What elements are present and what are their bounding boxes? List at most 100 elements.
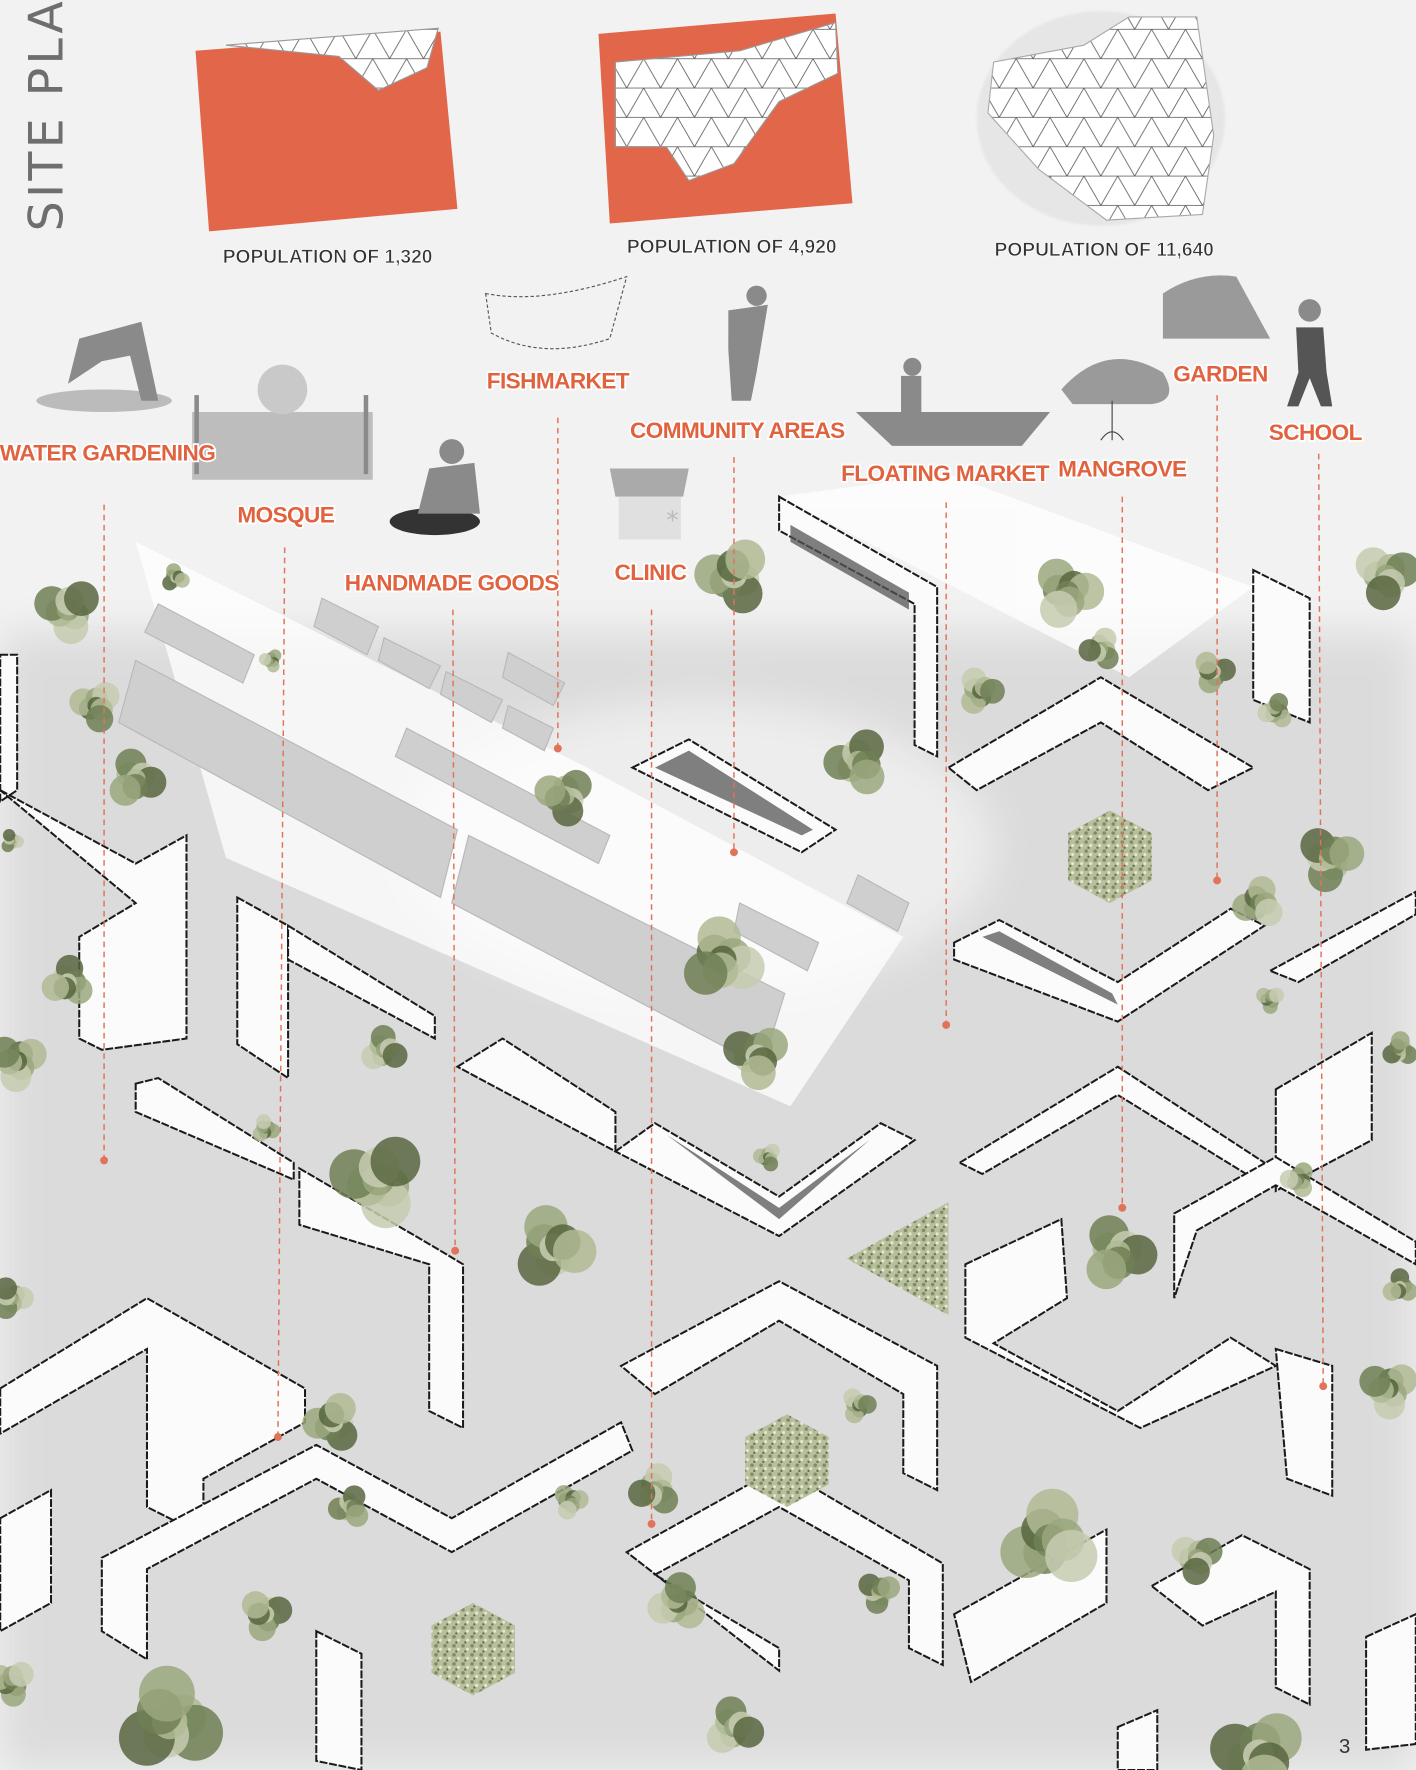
tree-foliage [858, 1395, 877, 1414]
tree [109, 748, 167, 806]
label-water-gardening: WATER GARDENING [0, 441, 215, 466]
tree-foliage [1391, 1031, 1410, 1050]
tree [683, 916, 765, 995]
fishing-net-icon [484, 275, 628, 350]
tree-foliage [382, 1042, 408, 1068]
tree [1382, 1031, 1416, 1064]
tree-foliage [85, 705, 114, 733]
tree-foliage [174, 572, 190, 588]
tree-foliage [241, 1591, 270, 1619]
phase-2-plot: POPULATION OF 4,920 [598, 13, 853, 258]
trees [0, 539, 1416, 1770]
tree-foliage [877, 1576, 900, 1599]
phase-3-label: POPULATION OF 11,640 [995, 240, 1214, 261]
fishmarket-halls [118, 597, 910, 1068]
label-floating-market: FLOATING MARKET [841, 461, 1050, 486]
svg-text:*: * [666, 505, 678, 534]
tree-foliage [2, 829, 16, 842]
tree-foliage [1359, 1365, 1391, 1397]
tree [118, 1665, 224, 1766]
boat-icon [855, 357, 1051, 446]
tree [0, 1277, 34, 1320]
tree [1078, 627, 1119, 670]
court-hexagon [745, 1414, 829, 1507]
tree-foliage [1255, 898, 1283, 927]
label-fishmarket: FISHMARKET [487, 368, 630, 393]
tree-foliage [370, 1136, 421, 1187]
program-labels: WATER GARDENING MOSQUE HANDMADE GOODS FI… [0, 360, 1365, 597]
tree [34, 581, 99, 645]
page-title: SITE PLAN [19, 0, 74, 231]
tree-foliage [1040, 590, 1078, 628]
tree [241, 1591, 293, 1642]
tree [0, 1036, 47, 1093]
tree [258, 649, 282, 673]
label-mangrove: MANGROVE [1058, 456, 1187, 481]
tree [1000, 1488, 1098, 1583]
green-courts [431, 810, 1152, 1696]
label-clinic: CLINIC [615, 560, 687, 585]
tree [961, 667, 1005, 714]
tree [517, 1205, 597, 1286]
court-hexagon [431, 1602, 515, 1696]
tree-foliage [683, 951, 728, 995]
mosque-icon [192, 364, 373, 480]
phase-1-plot: POPULATION OF 1,320 [195, 27, 458, 268]
tree [361, 1024, 408, 1070]
tree-foliage [849, 759, 885, 795]
tree-foliage [733, 1716, 765, 1748]
people-icon [728, 285, 768, 401]
label-handmade-goods: HANDMADE GOODS [345, 570, 559, 595]
artisan-icon [389, 439, 480, 536]
mangrove-tree-icon [1061, 358, 1170, 441]
court-hexagon [1068, 810, 1152, 904]
tree-foliage [8, 1661, 34, 1687]
phase-1-label: POPULATION OF 1,320 [223, 247, 433, 268]
tree-foliage [0, 1277, 18, 1300]
tree-foliage [1045, 1529, 1098, 1583]
tree [1300, 828, 1365, 893]
tree [1, 829, 24, 853]
program-leaders [100, 395, 1328, 1528]
court-triangle [846, 1202, 949, 1316]
tree [1086, 1215, 1158, 1290]
tree [0, 1661, 34, 1707]
tree [1195, 651, 1236, 694]
tree [252, 1114, 281, 1142]
tree [1382, 1268, 1416, 1301]
tree-foliage [256, 1114, 272, 1130]
tree [162, 563, 190, 591]
tree [843, 1388, 877, 1424]
tree-foliage [0, 1036, 20, 1068]
tree-foliage [1279, 1169, 1299, 1189]
tree-foliage [725, 539, 766, 580]
gardener-icon [1162, 275, 1271, 339]
tree-foliage [324, 1392, 356, 1425]
tree-foliage [763, 1156, 779, 1172]
tree [1232, 876, 1283, 927]
tree-foliage [41, 973, 69, 1001]
tree-foliage [1182, 1557, 1210, 1586]
tree [1279, 1162, 1313, 1198]
phase-2-label: POPULATION OF 4,920 [627, 237, 837, 258]
tree-foliage [64, 581, 99, 616]
tree [327, 1485, 369, 1527]
tree-foliage [628, 1479, 656, 1507]
tree-foliage [109, 774, 141, 806]
tree-foliage [980, 678, 1005, 704]
tree-foliage [552, 1229, 597, 1274]
tree [1210, 1713, 1302, 1770]
tree [647, 1572, 705, 1629]
tree [694, 539, 766, 614]
tree-foliage [345, 1504, 369, 1527]
tree-foliage [258, 653, 272, 666]
tree [329, 1136, 421, 1229]
tree-foliage [740, 1055, 776, 1091]
tree [1171, 1536, 1223, 1586]
tree-foliage [1269, 987, 1285, 1003]
tree-foliage [1086, 1249, 1127, 1290]
tree [1355, 547, 1416, 611]
tree [1359, 1364, 1416, 1420]
